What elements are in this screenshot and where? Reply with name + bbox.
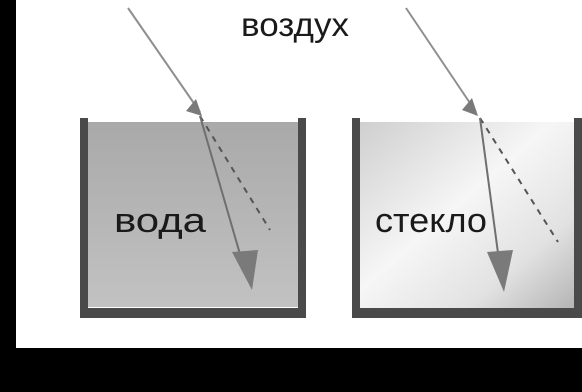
- glass-continuation-dashed: [479, 117, 559, 243]
- glass-refracted-arrowhead: [487, 250, 513, 292]
- water-rays: [127, 7, 271, 290]
- water-container: вода: [80, 118, 306, 318]
- glass-label: стекло: [375, 202, 487, 240]
- glass-container: стекло: [352, 118, 582, 318]
- water-refracted-ray: [199, 115, 245, 269]
- water-continuation-dashed: [199, 115, 271, 231]
- water-incident-arrowhead: [186, 99, 202, 116]
- water-label: вода: [114, 202, 206, 240]
- glass-incident-arrowhead: [462, 98, 478, 116]
- glass-incident-ray: [405, 7, 477, 113]
- frame-left-bar: [0, 0, 16, 392]
- glass-rays: [405, 7, 559, 292]
- water-incident-ray: [127, 7, 201, 113]
- glass-refracted-ray: [479, 117, 501, 269]
- water-refracted-arrowhead: [232, 250, 258, 290]
- glass-fill: [360, 122, 574, 308]
- frame-bottom-band: [0, 348, 582, 392]
- air-label: воздух: [241, 6, 350, 43]
- water-fill: [86, 122, 298, 307]
